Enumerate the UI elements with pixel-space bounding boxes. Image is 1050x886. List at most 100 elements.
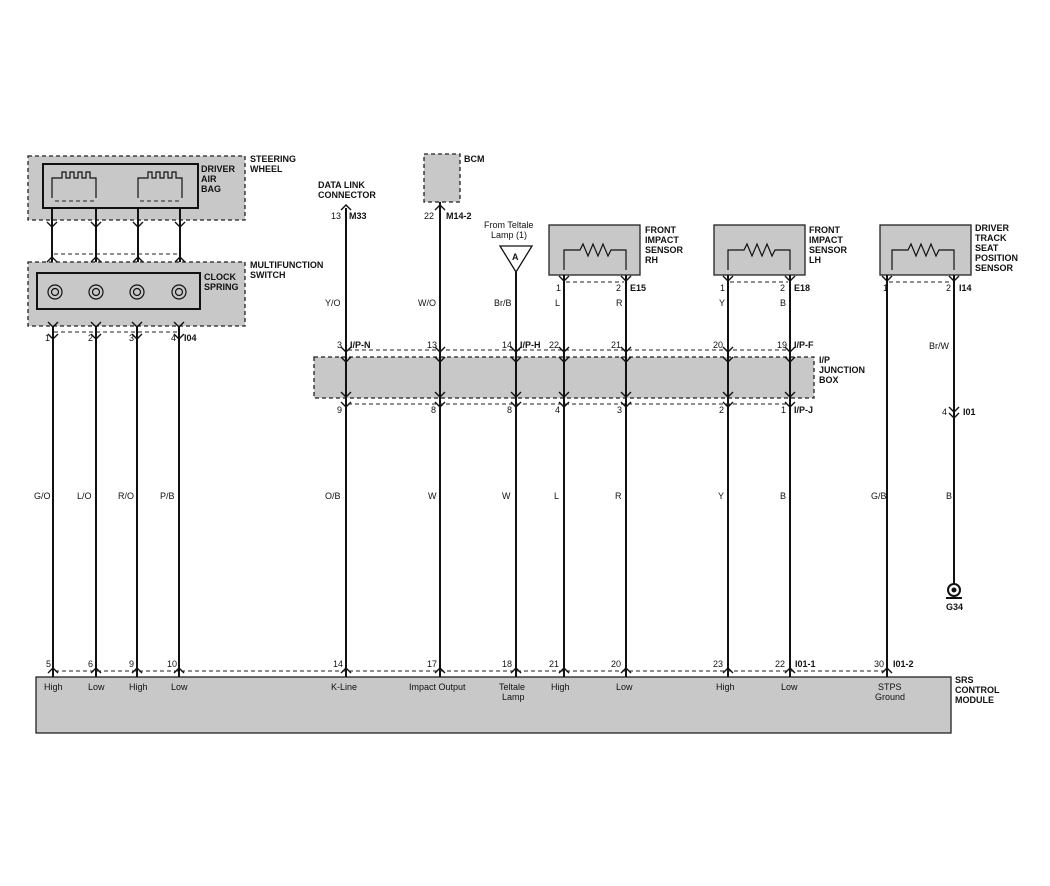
svg-text:O/B: O/B xyxy=(325,491,341,501)
lh-pin-2: 2 xyxy=(780,283,785,293)
srs-label-1: SRS xyxy=(955,675,974,685)
connector-i04: I04 xyxy=(184,333,197,343)
pin-labels: 1 2 3 4 I04 3 I/P-N 13 14 I/P-H 22 21 20… xyxy=(45,333,976,669)
svg-text:R: R xyxy=(616,298,623,308)
ground-symbol-icon xyxy=(946,583,962,599)
svg-text:Y: Y xyxy=(719,298,725,308)
svg-text:Low: Low xyxy=(171,682,188,692)
svg-text:Low: Low xyxy=(781,682,798,692)
wires xyxy=(51,202,955,677)
seat-pin-2: 2 xyxy=(946,283,951,293)
svg-text:Ground: Ground xyxy=(875,692,905,702)
clock-spring-box xyxy=(36,272,201,310)
connector-i01-2: I01-2 xyxy=(893,659,914,669)
connector-i01: I01 xyxy=(963,407,976,417)
wire-color-labels: Y/O W/O Br/B L R Y B Br/W G/O L/O R/O P/… xyxy=(34,296,953,501)
svg-text:Low: Low xyxy=(88,682,105,692)
svg-text:W: W xyxy=(502,491,511,501)
driver-track-seat-label-2: TRACK xyxy=(975,233,1007,243)
svg-text:4: 4 xyxy=(171,333,176,343)
driver-track-seat-label-5: SENSOR xyxy=(975,263,1014,273)
svg-text:L/O: L/O xyxy=(77,491,92,501)
connector-chevrons xyxy=(46,204,960,674)
svg-text:R/O: R/O xyxy=(118,491,134,501)
svg-text:8: 8 xyxy=(431,405,436,415)
resistor-lh-icon xyxy=(727,242,791,270)
clock-spring-coils xyxy=(47,284,187,300)
driver-track-seat-sensor-box xyxy=(879,224,972,276)
svg-text:3: 3 xyxy=(617,405,622,415)
svg-text:17: 17 xyxy=(427,659,437,669)
ip-junction-box-label-1: I/P xyxy=(819,355,830,365)
svg-text:G/B: G/B xyxy=(871,491,887,501)
connector-m33: M33 xyxy=(349,211,367,221)
svg-text:R: R xyxy=(615,491,622,501)
svg-text:19: 19 xyxy=(777,340,787,350)
ip-junction-box-label-3: BOX xyxy=(819,375,839,385)
bcm-box xyxy=(423,153,461,203)
connector-e15: E15 xyxy=(630,283,646,293)
svg-text:4: 4 xyxy=(942,407,947,417)
svg-text:13: 13 xyxy=(427,340,437,350)
connector-ip-h: I/P-H xyxy=(520,340,541,350)
svg-text:Br/W: Br/W xyxy=(929,341,950,351)
svg-text:3: 3 xyxy=(337,340,342,350)
svg-text:Lamp: Lamp xyxy=(502,692,525,702)
ip-junction-box-label-2: JUNCTION xyxy=(819,365,865,375)
lh-pin-1: 1 xyxy=(720,283,725,293)
svg-text:8: 8 xyxy=(507,405,512,415)
svg-text:G/O: G/O xyxy=(34,491,51,501)
svg-text:High: High xyxy=(129,682,148,692)
svg-text:23: 23 xyxy=(713,659,723,669)
svg-text:2: 2 xyxy=(719,405,724,415)
svg-text:High: High xyxy=(716,682,735,692)
svg-text:STPS: STPS xyxy=(878,682,902,692)
ground-label: G34 xyxy=(946,602,963,612)
svg-text:2: 2 xyxy=(88,333,93,343)
svg-text:9: 9 xyxy=(129,659,134,669)
svg-text:9: 9 xyxy=(337,405,342,415)
svg-text:1: 1 xyxy=(781,405,786,415)
svg-text:22: 22 xyxy=(549,340,559,350)
connector-ip-j: I/P-J xyxy=(794,405,813,415)
connector-ip-f: I/P-F xyxy=(794,340,814,350)
svg-text:Y/O: Y/O xyxy=(325,298,341,308)
svg-text:L: L xyxy=(554,491,559,501)
svg-text:Y: Y xyxy=(718,491,724,501)
svg-text:20: 20 xyxy=(713,340,723,350)
connector-i14: I14 xyxy=(959,283,972,293)
rh-pin-2: 2 xyxy=(616,283,621,293)
svg-text:Impact Output: Impact Output xyxy=(409,682,466,692)
svg-text:B: B xyxy=(780,491,786,501)
driver-track-seat-label-3: SEAT xyxy=(975,243,999,253)
rh-pin-1: 1 xyxy=(556,283,561,293)
driver-air-bag-box xyxy=(42,163,199,209)
driver-track-seat-label-1: DRIVER xyxy=(975,223,1010,233)
bcm-pin: 22 xyxy=(424,211,434,221)
srs-terminal-labels: High Low High Low K-Line Impact Output T… xyxy=(44,682,905,702)
connector-tie-lines xyxy=(54,253,952,672)
svg-text:High: High xyxy=(44,682,63,692)
svg-text:21: 21 xyxy=(549,659,559,669)
teltale-reference-letter: A xyxy=(512,252,519,262)
svg-text:18: 18 xyxy=(502,659,512,669)
svg-text:10: 10 xyxy=(167,659,177,669)
svg-text:K-Line: K-Line xyxy=(331,682,357,692)
svg-text:6: 6 xyxy=(88,659,93,669)
svg-text:5: 5 xyxy=(46,659,51,669)
svg-text:B: B xyxy=(780,298,786,308)
svg-text:21: 21 xyxy=(611,340,621,350)
svg-text:Teltale: Teltale xyxy=(499,682,525,692)
resistor-rh-icon xyxy=(563,242,627,270)
srs-label-3: MODULE xyxy=(955,695,994,705)
svg-text:Low: Low xyxy=(616,682,633,692)
svg-text:14: 14 xyxy=(333,659,343,669)
seat-pin-1: 1 xyxy=(883,283,888,293)
svg-text:P/B: P/B xyxy=(160,491,175,501)
